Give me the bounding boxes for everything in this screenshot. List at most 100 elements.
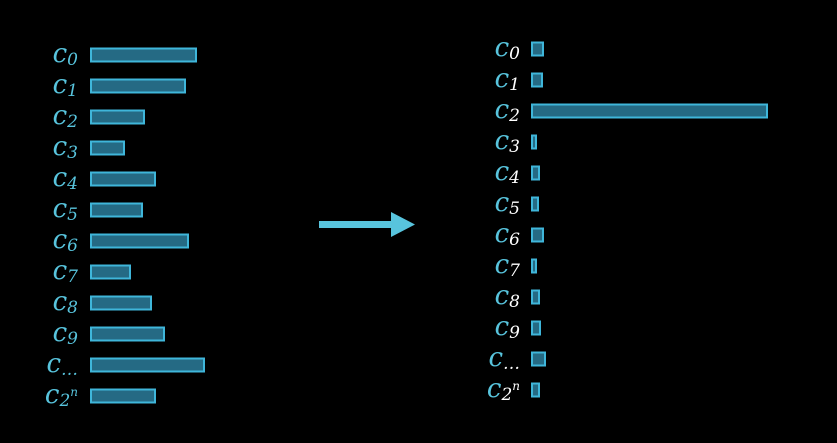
coefficient-label: c2	[53, 101, 78, 132]
coefficient-row: c9	[495, 312, 541, 343]
coefficient-row: c3	[495, 126, 537, 157]
coefficient-label: c8	[53, 287, 79, 318]
amplitude-bar	[90, 202, 143, 218]
coefficient-symbol: c	[46, 349, 61, 379]
amplitude-bar	[531, 351, 546, 367]
coefficient-row: c…	[46, 349, 205, 380]
right-arrow-icon	[319, 212, 415, 237]
coefficient-subscript: 1	[509, 75, 520, 95]
coefficient-label: c4	[53, 163, 78, 194]
coefficient-label: c8	[495, 281, 521, 312]
coefficient-symbol: c	[488, 343, 503, 373]
coefficient-label: c6	[495, 219, 521, 250]
amplitude-bar	[90, 47, 197, 63]
coefficient-label: c2	[495, 95, 520, 126]
coefficient-subscript: 3	[67, 143, 78, 163]
amplitude-bar	[90, 109, 145, 125]
coefficient-subscript: 2	[500, 385, 512, 405]
coefficient-row: c8	[53, 287, 152, 318]
amplitude-bar	[531, 258, 537, 274]
coefficient-label: c2n	[45, 380, 78, 411]
coefficient-subscript: 0	[509, 44, 520, 64]
coefficient-subscript: 2	[66, 112, 78, 132]
coefficient-row: c5	[495, 188, 539, 219]
coefficient-symbol: c	[495, 95, 510, 125]
coefficient-symbol: c	[495, 250, 510, 280]
coefficient-symbol: c	[53, 225, 68, 255]
coefficient-label: c7	[495, 250, 521, 281]
coefficient-label: c6	[53, 225, 79, 256]
coefficient-symbol: c	[53, 287, 68, 317]
coefficient-label: c9	[495, 312, 521, 343]
coefficient-symbol: c	[495, 33, 510, 63]
amplitude-bar	[90, 388, 156, 404]
coefficient-symbol: c	[53, 256, 68, 286]
coefficient-subscript: …	[61, 360, 78, 380]
coefficient-subscript: 8	[509, 292, 520, 312]
coefficient-subscript: 5	[67, 205, 78, 225]
coefficient-label: c0	[53, 39, 79, 70]
coefficient-subscript: 1	[67, 81, 78, 101]
coefficient-subscript: 3	[509, 137, 520, 157]
coefficient-symbol: c	[53, 132, 68, 162]
amplitude-bar	[531, 320, 541, 336]
amplitude-bar	[90, 78, 186, 94]
coefficient-symbol: c	[487, 374, 502, 404]
coefficient-row: c8	[495, 281, 540, 312]
coefficient-symbol: c	[495, 281, 510, 311]
coefficient-row: c2	[495, 95, 768, 126]
coefficient-label: c4	[495, 157, 520, 188]
amplitude-bar	[531, 165, 540, 181]
coefficient-label: c…	[46, 349, 78, 380]
coefficient-subscript: 2	[508, 106, 520, 126]
coefficient-row: c2n	[487, 374, 540, 405]
coefficient-symbol: c	[53, 163, 68, 193]
coefficient-label: c3	[53, 132, 78, 163]
coefficient-exponent: n	[512, 379, 520, 393]
coefficient-row: c4	[53, 163, 156, 194]
coefficient-symbol: c	[53, 39, 68, 69]
amplitude-bar	[90, 357, 205, 373]
coefficient-subscript: 6	[509, 230, 520, 250]
coefficient-subscript: 7	[509, 261, 520, 281]
coefficient-symbol: c	[495, 126, 510, 156]
arrow-head	[391, 212, 415, 237]
coefficient-symbol: c	[495, 64, 510, 94]
coefficient-label: c…	[488, 343, 520, 374]
amplitude-bar	[531, 382, 540, 398]
coefficient-row: c6	[495, 219, 544, 250]
amplitude-bar	[531, 196, 539, 212]
coefficient-subscript: 9	[509, 323, 520, 343]
coefficient-label: c2n	[487, 374, 520, 405]
coefficient-row: c0	[495, 33, 544, 64]
coefficient-symbol: c	[53, 70, 68, 100]
coefficient-label: c3	[495, 126, 520, 157]
coefficient-row: c5	[53, 194, 143, 225]
coefficient-row: c…	[488, 343, 546, 374]
amplitude-bar	[531, 41, 544, 57]
coefficient-row: c2	[53, 101, 145, 132]
coefficient-row: c1	[53, 70, 186, 101]
coefficient-label: c9	[53, 318, 79, 349]
coefficient-row: c9	[53, 318, 165, 349]
amplitude-bar	[531, 103, 768, 119]
coefficient-label: c7	[53, 256, 79, 287]
amplitude-bar	[531, 134, 537, 150]
coefficient-row: c2n	[45, 380, 156, 411]
coefficient-row: c7	[495, 250, 537, 281]
coefficient-row: c1	[495, 64, 543, 95]
coefficient-subscript: 4	[66, 174, 78, 194]
amplitude-bar	[90, 326, 165, 342]
coefficient-subscript: 9	[67, 329, 78, 349]
coefficient-subscript: 8	[67, 298, 78, 318]
coefficient-symbol: c	[495, 157, 510, 187]
amplitude-bar	[90, 171, 156, 187]
coefficient-label: c1	[53, 70, 78, 101]
coefficient-symbol: c	[45, 380, 60, 410]
amplitude-bar	[531, 72, 543, 88]
amplitude-bar	[90, 264, 131, 280]
coefficient-row: c6	[53, 225, 189, 256]
coefficient-exponent: n	[70, 385, 78, 399]
